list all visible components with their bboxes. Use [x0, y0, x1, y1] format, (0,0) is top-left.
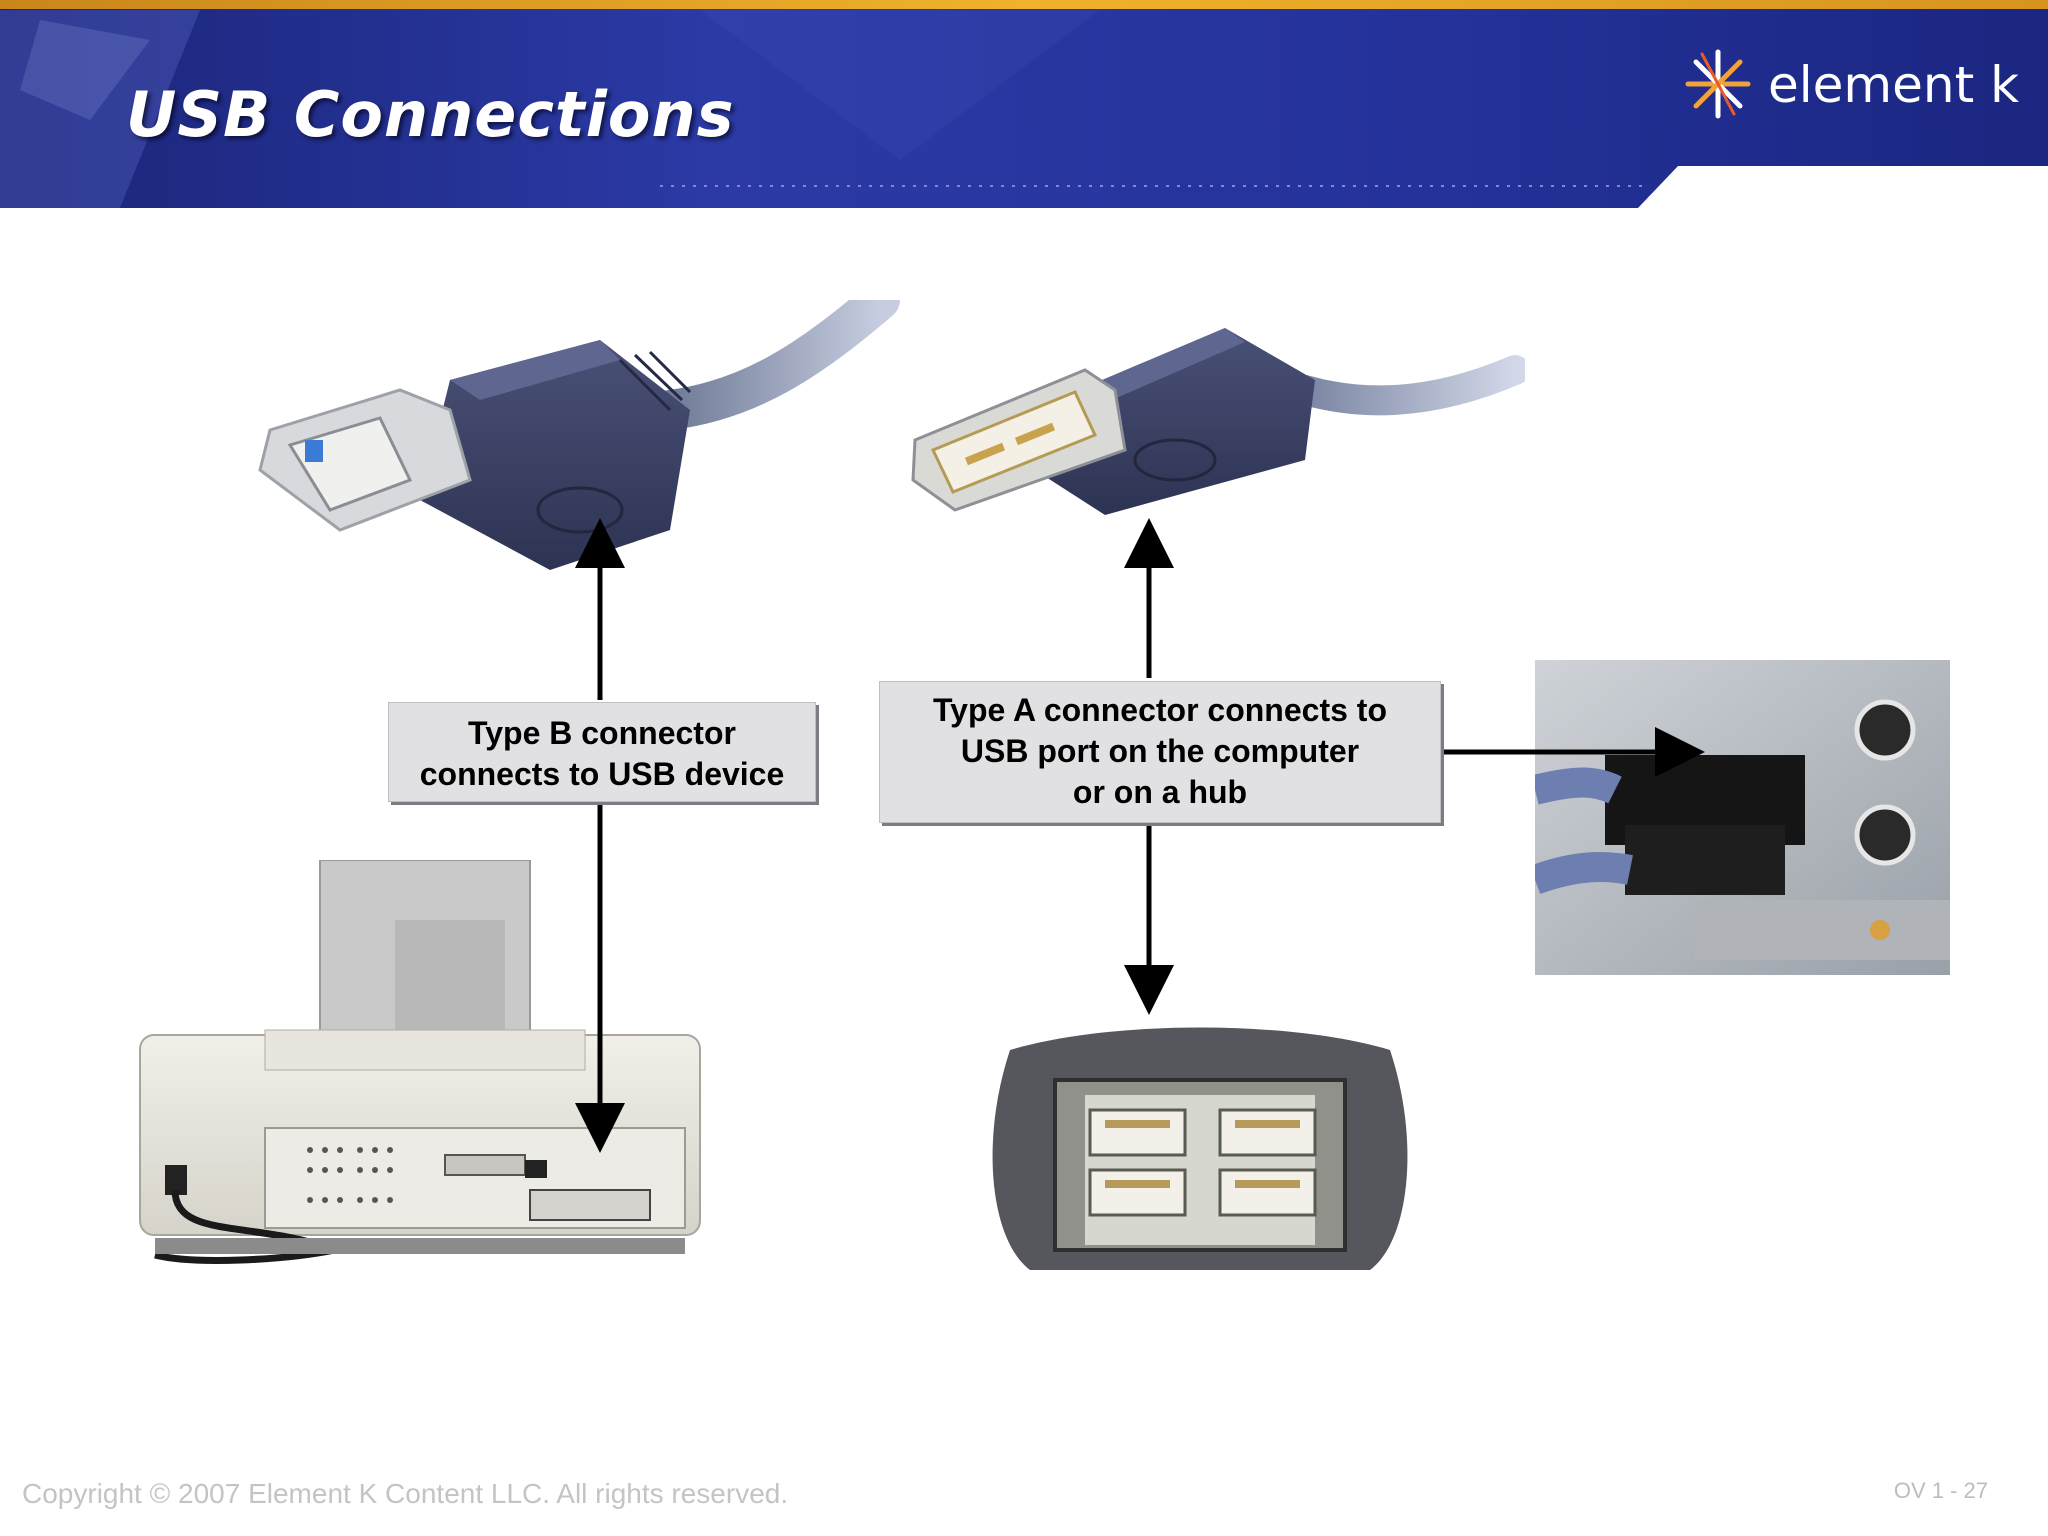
type-b-callout-line-1: Type B connector: [468, 715, 736, 751]
usb-hub-image: [992, 1027, 1408, 1270]
brand-name: element k: [1768, 56, 2020, 114]
type-a-callout-line-3: or on a hub: [1072, 774, 1248, 810]
header-banner: [0, 0, 2048, 208]
usb-type-a-plug-image: [911, 328, 1525, 515]
printer-image: [139, 860, 701, 1264]
type-a-callout-line-1: Type A connector connects to: [933, 692, 1387, 728]
page-number: OV 1 - 27: [1893, 1478, 1988, 1503]
computer-usb-port-image: [1535, 660, 1950, 975]
type-a-callout-line-2: USB port on the computer: [960, 733, 1360, 769]
type-a-callout: Type A connector connects to USB port on…: [879, 681, 1441, 823]
type-b-callout: Type B connector connects to USB device: [388, 702, 816, 802]
slide-header: USB Connections element k: [0, 0, 2048, 210]
usb-type-b-plug-image: [258, 300, 900, 570]
star-burst-icon: [1685, 49, 1751, 119]
elementk-logo: element k: [1672, 40, 2032, 130]
type-b-callout-line-2: connects to USB device: [419, 756, 785, 792]
copyright-notice: Copyright © 2007 Element K Content LLC. …: [22, 1478, 789, 1509]
slide-title: USB Connections: [126, 78, 735, 151]
